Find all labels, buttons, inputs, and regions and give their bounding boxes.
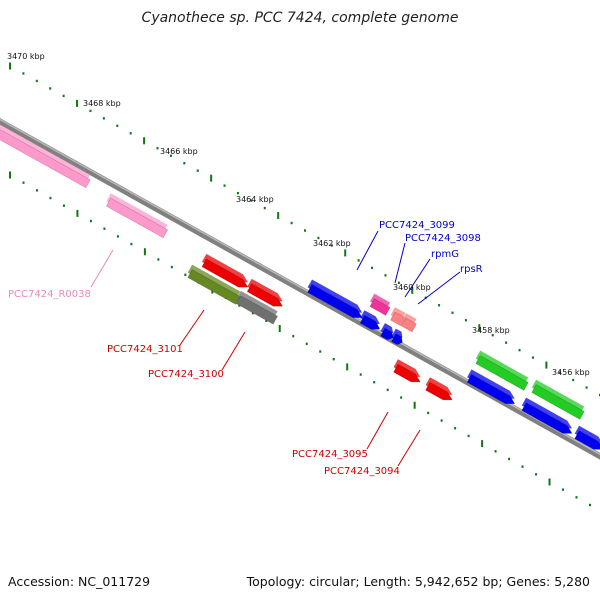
leader-line [394,242,406,284]
leader-line [90,249,114,288]
gene-label-rpsr: rpsR [460,264,483,275]
gene-feature [201,253,249,288]
gene-feature [401,313,417,333]
gene-feature [425,377,453,401]
gene-feature [574,425,600,450]
gene-label-pcc7424-3094: PCC7424_3094 [324,466,400,477]
tick-label: 3464 kbp [236,195,274,204]
gene-feature [531,379,585,420]
gene-feature [246,278,284,307]
gene-label-pcc7424-3098: PCC7424_3098 [405,233,481,244]
tick-label: 3456 kbp [552,368,590,377]
gene-features [0,124,600,450]
tick-label: 3468 kbp [83,99,121,108]
gene-feature [0,124,91,189]
gene-label-pcc7424-3099: PCC7424_3099 [379,220,455,231]
figure-title: Cyanothece sp. PCC 7424, complete genome [141,10,459,26]
gene-feature [390,307,406,327]
leader-line [356,230,379,271]
leader-line [221,331,246,371]
gene-feature [391,328,403,345]
gene-feature [359,310,381,330]
tick-label: 3462 kbp [313,239,351,248]
tick-label: 3460 kbp [393,283,431,292]
scale-tick-labels: 3470 kbp 3468 kbp 3466 kbp 3464 kbp 3462… [7,52,590,377]
leader-line [397,429,421,467]
gene-feature [521,397,573,434]
leader-line [417,271,461,305]
gene-feature [466,369,516,404]
gene-feature [380,323,394,341]
gene-feature [369,293,391,316]
gene-feature [475,350,529,391]
gene-labels: PCC7424_3099 PCC7424_3098 rpmG rpsR PCC7… [8,220,483,477]
gene-feature [106,193,168,239]
tick-label: 3466 kbp [160,147,198,156]
label-leader-lines [90,230,461,467]
scale-dots [9,62,600,507]
gene-label-pcc7424-3095: PCC7424_3095 [292,449,368,460]
gene-feature [307,279,363,318]
gene-label-pcc7424-3101: PCC7424_3101 [107,344,183,355]
gene-label-pcc7424-r0038: PCC7424_R0038 [8,289,91,300]
leader-line [366,411,389,450]
leader-line [179,309,205,346]
gene-feature [187,264,241,305]
tick-label: 3458 kbp [472,326,510,335]
gene-label-rpmg: rpmG [431,249,459,260]
gene-feature [236,290,278,325]
tick-label: 3470 kbp [7,52,45,61]
leader-line [404,258,431,298]
accession-text: Accession: NC_011729 [8,574,151,589]
gene-label-pcc7424-3100: PCC7424_3100 [148,369,224,380]
genome-summary-text: Topology: circular; Length: 5,942,652 bp… [246,574,590,589]
gene-feature [393,359,421,383]
